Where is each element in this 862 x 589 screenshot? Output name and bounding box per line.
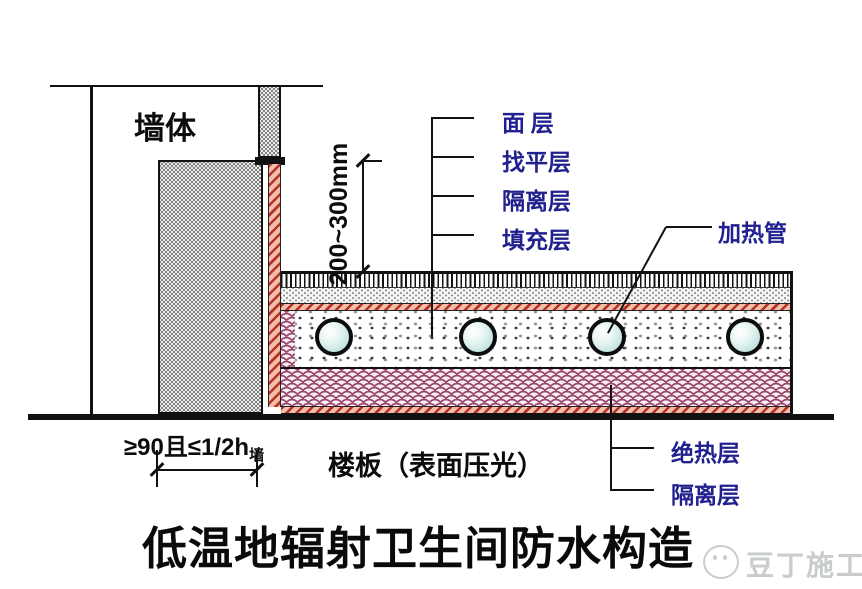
label-insulation-layer: 绝热层 <box>671 441 740 466</box>
ground-line <box>28 414 834 420</box>
layer-bracket-tick-4 <box>431 234 474 236</box>
heating-pipe-3 <box>588 318 626 356</box>
dim-horizontal-line <box>156 469 258 471</box>
layer-surface <box>281 271 790 288</box>
layer-bracket-tick-2 <box>431 156 474 158</box>
slab-label: 楼板（表面压光） <box>328 451 544 481</box>
dim-horizontal-text: ≥90且≤1/2h墙 <box>124 427 264 465</box>
dim-horizontal-main: ≥90且≤1/2h <box>124 434 250 461</box>
label-filling-layer: 填充层 <box>502 228 571 253</box>
layer-insulation <box>281 369 790 406</box>
dim-vertical-text: 200~300mm <box>325 142 353 286</box>
label-leveling-layer: 找平层 <box>502 150 571 175</box>
wall-block <box>158 160 263 414</box>
edge-insulation-strip <box>281 311 295 367</box>
left-wall-line <box>90 85 93 415</box>
wall-label: 墙体 <box>134 111 196 146</box>
layer-leveling <box>281 288 790 303</box>
layer-isolation-lower <box>281 406 790 415</box>
top-boundary-line <box>50 85 323 87</box>
layer-bracket-tick-3 <box>431 195 474 197</box>
watermark-text: 豆丁施工 <box>746 550 862 581</box>
dim-vertical-ext-line <box>362 160 382 162</box>
layer-bracket-vline <box>431 117 433 337</box>
layer-filling <box>281 311 790 369</box>
waterproof-upstand <box>268 164 281 407</box>
diagram-title: 低温地辐射卫生间防水构造 <box>142 523 695 574</box>
label-surface-layer: 面 层 <box>502 111 554 136</box>
label-isolation-layer-lower: 隔离层 <box>671 483 740 508</box>
heating-pipe-1 <box>315 318 353 356</box>
label-heating-pipe: 加热管 <box>718 221 787 246</box>
bottom-leader-tick-1 <box>610 447 654 449</box>
heating-pipe-4 <box>726 318 764 356</box>
wall-cap-block <box>255 157 285 165</box>
pipe-leader-hline <box>666 226 712 228</box>
layer-isolation-upper <box>281 303 790 311</box>
bottom-leader-tick-2 <box>610 489 654 491</box>
floor-layer-stack <box>281 271 793 415</box>
layer-bracket-tick-1 <box>431 117 474 119</box>
heating-pipe-2 <box>459 318 497 356</box>
douding-mascot-icon <box>703 545 739 579</box>
upper-wall-column <box>258 85 281 158</box>
label-isolation-layer-upper: 隔离层 <box>502 189 571 214</box>
bottom-leader-vline <box>610 385 612 491</box>
dim-vertical-line <box>362 160 364 272</box>
